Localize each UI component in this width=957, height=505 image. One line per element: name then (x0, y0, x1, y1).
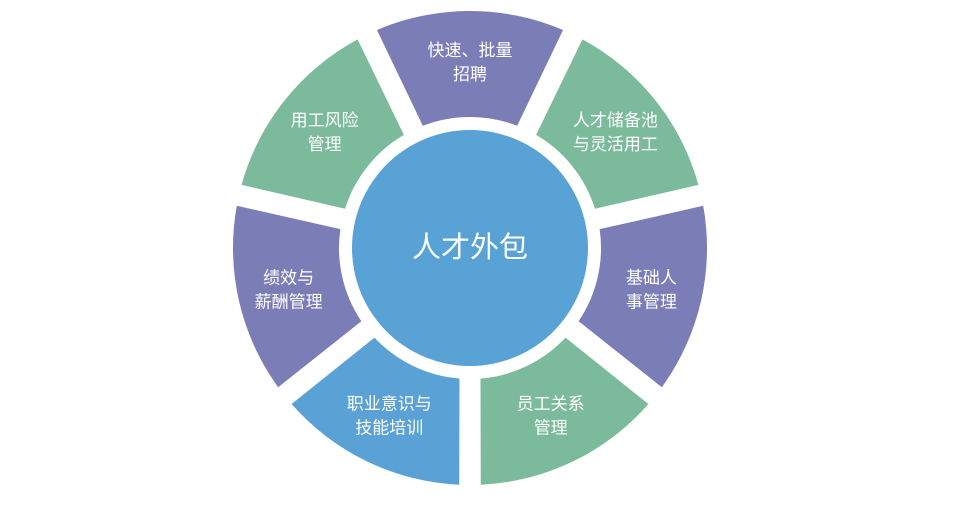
segment-label-line: 用工风险 (291, 111, 359, 131)
segment-shape (578, 205, 707, 388)
segment-shape (241, 39, 404, 209)
segment-label-line: 绩效与 (263, 268, 314, 288)
segment-shape (536, 39, 699, 209)
segment-label-line: 基础人 (626, 268, 677, 288)
center-circle (352, 130, 588, 366)
segment-label-line: 职业意识与 (347, 395, 432, 415)
segment-shape (232, 205, 362, 388)
segment-shape (291, 337, 460, 485)
center-label: 人才外包 (412, 230, 528, 264)
segment-ring: 快速、批量招聘人才储备池与灵活用工基础人事管理员工关系管理职业意识与技能培训绩效… (232, 11, 707, 485)
segment-label-line: 管理 (534, 419, 568, 439)
segment-label-line: 技能培训 (355, 419, 423, 439)
segment-label-line: 招聘 (453, 65, 487, 85)
segment-label-line: 快速、批量 (428, 41, 513, 61)
segment-label-line: 人才储备池 (573, 111, 658, 131)
segment-label-line: 事管理 (626, 292, 677, 312)
segment-shape (480, 337, 649, 485)
segment-label-line: 薪酬管理 (255, 292, 323, 312)
segment-label-line: 与灵活用工 (573, 135, 658, 155)
segment-label-line: 管理 (308, 135, 342, 155)
segment-label-line: 员工关系 (517, 395, 585, 415)
segment-shape (376, 11, 564, 126)
